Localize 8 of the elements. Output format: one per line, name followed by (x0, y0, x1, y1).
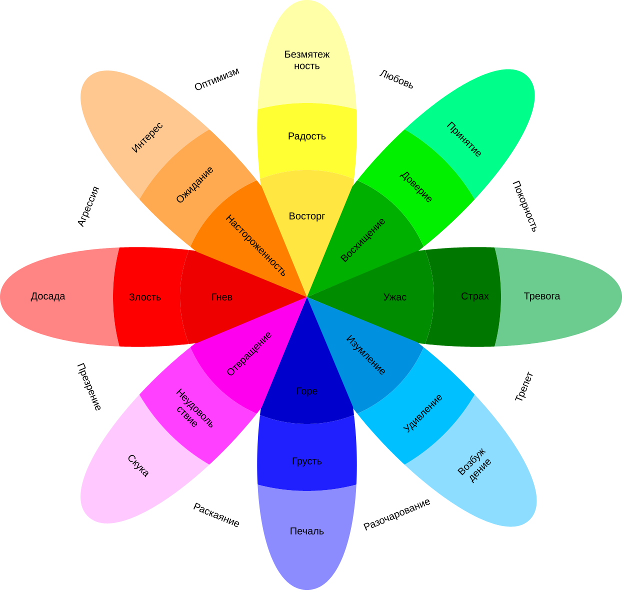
petal-segment: Безмятеж ность (258, 0, 356, 110)
petal-segment: Страх (425, 247, 501, 347)
petal-segment: Грусть (257, 415, 357, 491)
petal-segment: Тревога (494, 247, 622, 347)
petal-segment: Радость (257, 103, 357, 179)
petal-segment: Печаль (258, 484, 356, 590)
petal-segment: Досада (0, 247, 120, 346)
petal-segment: Злость (113, 247, 189, 347)
